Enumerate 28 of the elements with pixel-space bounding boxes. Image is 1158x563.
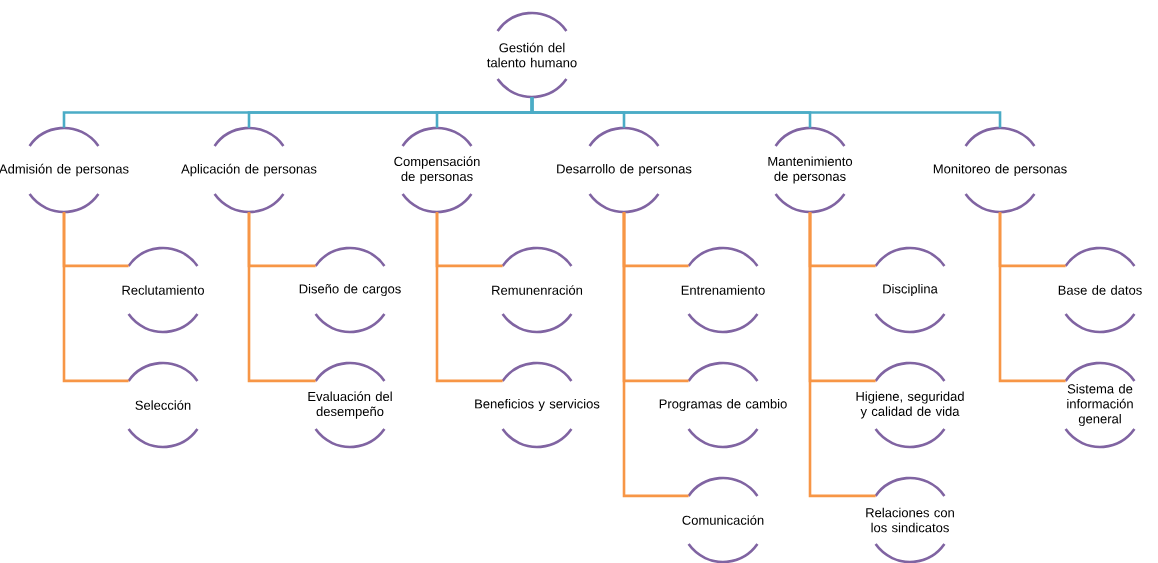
circle-node: Remunenración (492, 246, 583, 334)
circle-node: Higiene, seguridad y calidad de vida (856, 361, 964, 449)
connector-line (62, 212, 129, 383)
circle-node: Selección (127, 361, 199, 449)
circle-node: Comunicación (682, 476, 764, 563)
connector-line (247, 212, 316, 383)
circle-node: Programas de cambio (659, 361, 787, 449)
circle-node: Base de datos (1058, 246, 1142, 334)
connector-line (530, 97, 1002, 128)
connector-line (808, 212, 876, 498)
circle-node: Monitoreo de personas (933, 126, 1067, 214)
circle-node: Compensación de personas (394, 126, 480, 214)
circle-node: Evaluación del desempeño (308, 361, 392, 449)
connector-line (435, 212, 503, 383)
circle-node: Beneficios y servicios (475, 361, 600, 449)
circle-node: Relaciones con los sindicatos (866, 476, 954, 563)
circle-node: Mantenimiento de personas (768, 126, 853, 214)
circle-node: Desarrollo de personas (557, 126, 692, 214)
connector-line (622, 212, 689, 498)
circle-node: Gestión del talento humano (487, 11, 577, 99)
circle-node: Admisión de personas (0, 126, 129, 214)
circle-node: Entrenamiento (681, 246, 765, 334)
circle-node: Aplicación de personas (181, 126, 317, 214)
connector-line (998, 212, 1066, 383)
circle-node: Reclutamiento (122, 246, 204, 334)
circle-node: Disciplina (874, 246, 946, 334)
circle-node: Diseño de cargos (299, 246, 401, 334)
circle-node: Sistema de información general (1064, 361, 1136, 449)
